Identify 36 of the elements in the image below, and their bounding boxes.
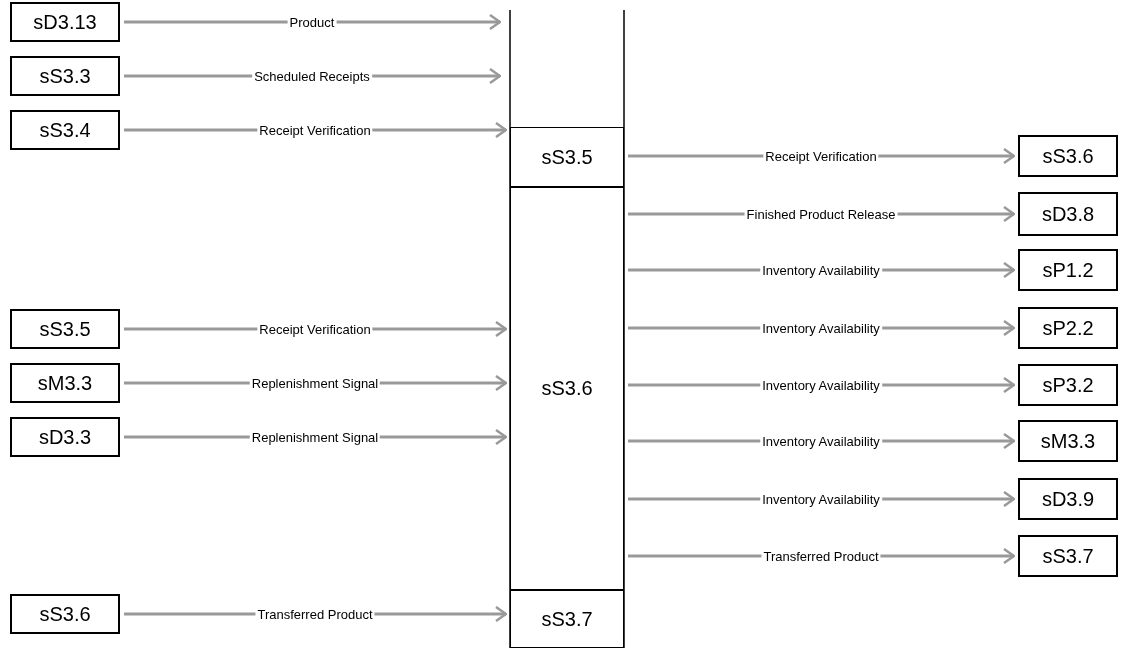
process-label: sD3.8 [1041,202,1095,226]
process-box [1018,535,1118,577]
process-box [1018,307,1118,349]
process-label: sD3.13 [33,10,97,34]
process-label: sP3.2 [1042,373,1094,397]
process-box [510,590,624,648]
process-label: sS3.4 [39,118,91,142]
process-box [1018,420,1118,462]
process-label: sS3.5 [39,317,91,341]
process-label: sP1.2 [1042,258,1094,282]
process-box [510,187,624,590]
process-box [1018,135,1118,177]
process-box [10,309,120,349]
process-label: sS3.6 [1042,144,1094,168]
process-label: sM3.3 [37,371,93,395]
process-box [10,56,120,96]
process-box [10,417,120,457]
process-box [1018,249,1118,291]
process-label: sM3.3 [1040,429,1096,453]
process-box [10,363,120,403]
process-label: sP2.2 [1042,316,1094,340]
process-box [10,110,120,150]
process-box [1018,364,1118,406]
process-label: sD3.3 [38,425,92,449]
process-label: sS3.6 [39,602,91,626]
process-box [1018,478,1118,520]
process-label: sS3.7 [541,607,593,631]
process-label: sD3.9 [1041,487,1095,511]
process-box [1018,192,1118,236]
process-box [10,2,120,42]
process-label: sS3.7 [1042,544,1094,568]
process-label: sS3.3 [39,64,91,88]
process-box [510,127,624,187]
process-label: sS3.5 [541,145,593,169]
process-box [10,594,120,634]
process-label: sS3.6 [541,377,593,400]
